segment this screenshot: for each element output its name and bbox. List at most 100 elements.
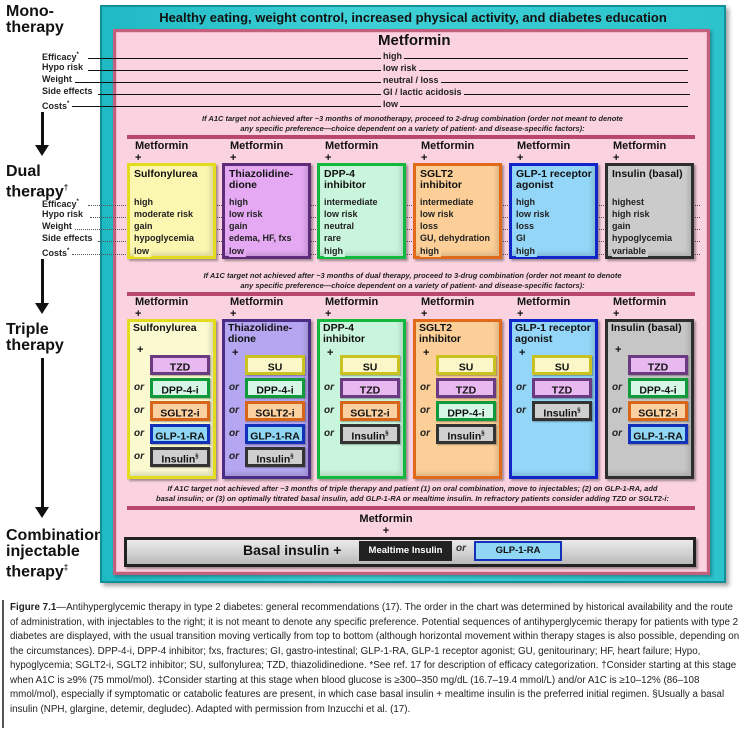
or-label: or	[420, 405, 430, 416]
chip-label: SGLT2-i	[255, 407, 295, 420]
drug-name: Insulin (basal)	[612, 169, 683, 180]
row-label-text: Costs	[42, 101, 68, 111]
drug-name-line: DPP-4	[323, 322, 354, 334]
chip-label: TZD	[455, 384, 477, 397]
chip-sup: §	[481, 431, 485, 437]
arrow-down-icon	[35, 145, 49, 156]
chip-label: TZD	[169, 361, 191, 374]
metformin-plus-label: Metformin+	[613, 296, 666, 320]
drug-name-line: dione	[228, 333, 256, 345]
dual-side-effects: hypoglycemia	[612, 233, 675, 244]
note-after-monotherapy: If A1C target not achieved after ~3 mont…	[125, 114, 700, 134]
chip-label: SGLT2-i	[160, 407, 200, 420]
option-chip-dpp-4-i: DPP-4-i	[436, 401, 496, 421]
option-chip-insulin: Insulin§	[436, 424, 496, 444]
note-after-dual: If A1C target not achieved after ~3 mont…	[125, 271, 700, 291]
option-chip-su: SU	[532, 355, 592, 375]
chip-label: Insulin	[351, 430, 386, 443]
chip-sup: §	[385, 431, 389, 437]
figure-label: Figure 7.1	[10, 602, 57, 613]
option-chip-glp-1-ra: GLP-1-RA	[150, 424, 210, 444]
option-chip-tzd: TZD	[628, 355, 688, 375]
row-label-hypo: Hypo risk	[42, 209, 83, 220]
drug-name-line: Sulfonylurea	[133, 322, 197, 334]
mono-hypo-risk: low risk	[381, 63, 419, 74]
or-label: or	[456, 543, 466, 554]
stage-label-line: therapy	[6, 337, 64, 354]
or-label: or	[134, 405, 144, 416]
chip-label: Insulin	[447, 430, 482, 443]
leader-line	[72, 106, 688, 107]
option-chip-tzd: TZD	[340, 378, 400, 398]
monotherapy-drug: Metformin	[378, 32, 451, 49]
plus-sign: +	[613, 152, 620, 164]
divider	[127, 292, 695, 296]
chip-label: SU	[458, 361, 474, 374]
chip-label: GLP-1-RA	[250, 430, 300, 443]
note-line: any specific preference—choice dependent…	[240, 124, 585, 133]
option-chip-sglt2-i: SGLT2-i	[245, 401, 305, 421]
stage-label-sup: ‡	[63, 563, 69, 572]
option-chip-tzd: TZD	[532, 378, 592, 398]
dual-side-effects: edema, HF, fxs	[229, 233, 294, 244]
drug-name-line: DPP-4	[324, 168, 355, 180]
row-label-weight: Weight	[42, 221, 72, 232]
drug-name-line: GLP-1 receptor	[515, 322, 591, 334]
chip-sup: §	[195, 454, 199, 460]
row-label-text: Side effects	[42, 86, 93, 96]
chip-label: SGLT2-i	[638, 407, 678, 420]
mealtime-insulin-chip: Mealtime Insulin	[359, 541, 452, 561]
stage-label-line: injectable	[6, 543, 80, 560]
or-label: or	[612, 405, 622, 416]
row-label-text: Efficacy	[42, 199, 77, 209]
metformin-plus-label: Metformin+	[421, 140, 474, 164]
metformin-label: Metformin	[135, 140, 189, 152]
arrow-line	[41, 259, 44, 304]
plus-sign: +	[382, 525, 390, 537]
drug-name-line: Insulin (basal)	[612, 168, 683, 180]
chip-label: GLP-1-RA	[155, 430, 205, 443]
plus-sign: +	[517, 152, 524, 164]
dual-hypo-risk: high risk	[612, 209, 652, 220]
plus-sign: +	[325, 308, 332, 320]
row-label-text: Hypo risk	[42, 62, 84, 72]
plus-sign: +	[325, 152, 332, 164]
option-chip-dpp-4-i: DPP-4-i	[150, 378, 210, 398]
metformin-plus-label: Metformin+	[135, 140, 188, 164]
row-label-side-effects: Side effects	[42, 233, 93, 244]
or-label: or	[229, 428, 239, 439]
plus-sign: +	[135, 152, 142, 164]
row-label-costs: Costs*	[42, 246, 69, 259]
combo-metformin: Metformin +	[358, 513, 414, 537]
option-chip-insulin: Insulin§	[150, 447, 210, 467]
metformin-label: Metformin	[359, 513, 413, 525]
row-label-hypo: Hypo risk	[42, 62, 83, 73]
drug-name: Insulin (basal)	[611, 323, 682, 334]
or-label: or	[134, 382, 144, 393]
drug-name-line: agonist	[515, 333, 553, 345]
dual-efficacy: highest	[612, 197, 647, 208]
plus-sign: +	[137, 344, 144, 356]
metformin-label: Metformin	[230, 296, 284, 308]
chip-sup: §	[290, 454, 294, 460]
row-label-text: Side effects	[42, 233, 93, 243]
option-chip-su: SU	[436, 355, 496, 375]
stage-label-line: Combination	[6, 527, 104, 544]
dual-hypo-risk: moderate risk	[134, 209, 196, 220]
or-label: or	[420, 428, 430, 439]
note-line: basal insulin; or (3) on optimally titra…	[156, 494, 669, 503]
or-label: or	[229, 382, 239, 393]
plus-sign: +	[423, 347, 430, 359]
drug-name-line: Thiazolidine-	[228, 322, 293, 334]
drug-name-line: Thiazolidine-	[229, 168, 294, 180]
stage-label-sup: †	[63, 183, 69, 192]
